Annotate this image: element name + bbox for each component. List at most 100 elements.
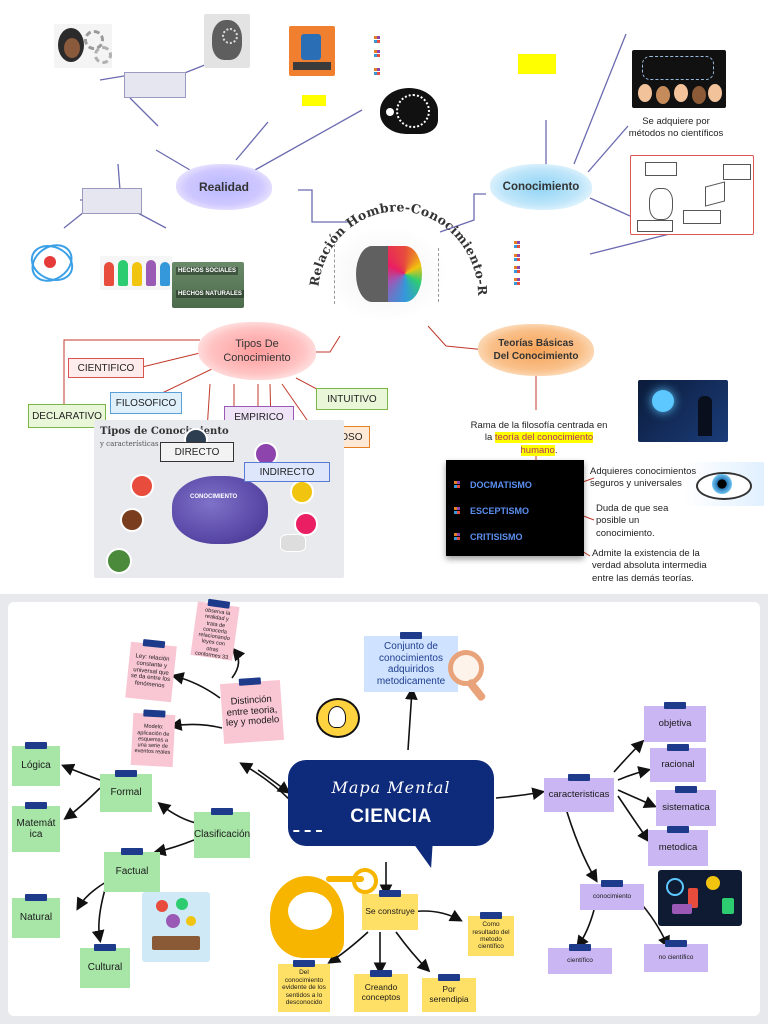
- resultado-note: Como resultado del metodo científico: [468, 912, 514, 956]
- bullet-icon: [514, 254, 520, 261]
- teorias-description: Rama de la filosofía centrada en la teor…: [470, 420, 608, 457]
- teorias-list-panel: DOCMATISMO ESCEPTISMO CRITISISMO: [446, 460, 584, 556]
- creando-note: Creando conceptos: [354, 970, 408, 1012]
- tape-icon: [25, 894, 47, 901]
- tipo-declarativo[interactable]: DECLARATIVO: [28, 404, 106, 428]
- tape-icon: [601, 880, 623, 887]
- tape-icon: [211, 808, 233, 815]
- center-title-bubble[interactable]: Mapa Mental CIENCIA: [282, 760, 494, 868]
- tipos-conocimiento-cloud[interactable]: Tipos De Conocimiento: [198, 322, 316, 380]
- header-dash-decoration: [282, 830, 322, 832]
- ley-note: Ley: relación constante y universal que …: [125, 639, 177, 703]
- bullet-icon: [374, 68, 380, 75]
- cientifico-note: científico: [548, 944, 612, 974]
- hechos-sociales-label: HECHOS SOCIALES: [176, 267, 239, 275]
- realidad-label: Realidad: [198, 180, 249, 194]
- esceptismo-label: ESCEPTISMO: [470, 506, 530, 516]
- teoria-item-docmatismo[interactable]: DOCMATISMO: [454, 480, 532, 490]
- metodica-note: metodica: [648, 826, 708, 866]
- tape-icon: [121, 848, 143, 855]
- panel-node-icon: [106, 548, 132, 574]
- panel-node-icon: [130, 474, 154, 498]
- teorias-cloud[interactable]: Teorías Básicas Del Conocimiento: [478, 324, 594, 376]
- bullet-icon: [374, 50, 380, 57]
- teoria-text: Teoría: observa la realidad y trata de c…: [194, 602, 231, 662]
- tipo-indirecto[interactable]: INDIRECTO: [244, 462, 330, 482]
- center-title: Relación Hombre-Conocimiento-Realidad: [0, 0, 490, 297]
- logica-note: Lógica: [12, 742, 60, 786]
- bullet-icon: [454, 533, 460, 540]
- clasificacion-note: Clasificación: [194, 808, 250, 858]
- panel-node-icon: [120, 508, 144, 532]
- head-silhouette-icon: [366, 86, 448, 136]
- header-script: Mapa Mental: [331, 778, 451, 797]
- tape-icon: [94, 944, 116, 951]
- matematica-text: Matemát ica: [16, 817, 56, 841]
- conocimiento-label: Conocimiento: [502, 181, 580, 193]
- bullet-icon: [514, 241, 520, 248]
- del-conocimiento-text: Del conocimiento evidente de los sentido…: [282, 969, 326, 1007]
- tipo-directo[interactable]: DIRECTO: [160, 442, 234, 462]
- sistematica-text: sistematica: [662, 801, 710, 813]
- se-construye-note: Se construye: [362, 890, 418, 930]
- no-cientifico-text: no científico: [658, 954, 694, 962]
- tape-icon: [569, 944, 591, 951]
- natural-text: Natural: [19, 912, 53, 924]
- tape-icon: [675, 786, 697, 793]
- tape-icon: [238, 677, 262, 686]
- panel-brain-label: CONOCIMIENTO: [190, 494, 238, 500]
- tape-icon: [400, 632, 422, 639]
- panel-title: Tipos de Conocimiento: [100, 426, 229, 437]
- tape-icon: [25, 742, 47, 749]
- tipo-filosofico[interactable]: FILOSOFICO: [110, 392, 182, 414]
- factual-text: Factual: [115, 866, 149, 878]
- panel-node-icon: [294, 512, 318, 536]
- realidad-branch-box: [82, 188, 142, 214]
- yellow-highlight: [302, 95, 326, 106]
- bullet-icon: [514, 278, 520, 285]
- formal-text: Formal: [110, 787, 142, 799]
- teoria-item-esceptismo[interactable]: ESCEPTISMO: [454, 506, 530, 516]
- center-brain-illustration: [326, 228, 446, 320]
- hechos-sociales-thumbnail: [100, 256, 172, 290]
- conocimiento-cloud[interactable]: Conocimiento: [490, 164, 592, 210]
- top-left-branch-box: [124, 72, 186, 98]
- serendipia-text: Por serendipia: [429, 984, 469, 1004]
- cultural-note: Cultural: [80, 944, 130, 988]
- conocimiento-text-bottom: conocimiento: [592, 893, 632, 901]
- resultado-text: Como resultado del metodo científico: [472, 921, 510, 951]
- del-conocimiento-note: Del conocimiento evidente de los sentido…: [278, 960, 330, 1012]
- realidad-cloud[interactable]: Realidad: [176, 164, 272, 210]
- metodica-text: metodica: [658, 841, 698, 853]
- tape-icon: [143, 709, 166, 718]
- tape-icon: [115, 770, 137, 777]
- tipo-intuitivo[interactable]: INTUITIVO: [316, 388, 388, 410]
- panel-node-icon: [290, 480, 314, 504]
- matematica-note: Matemát ica: [12, 802, 60, 852]
- tipo-cientifico[interactable]: CIENTIFICO: [68, 358, 144, 378]
- distincion-note: Distinción entre teoria, ley y modelo: [219, 677, 285, 745]
- bullet-icon: [454, 481, 460, 488]
- esceptismo-note: Duda de que sea posible un conocimiento.: [596, 503, 669, 539]
- cientifico-text: científico: [567, 957, 593, 965]
- logica-text: Lógica: [21, 760, 51, 772]
- teorias-label: Teorías Básicas Del Conocimiento: [493, 338, 579, 362]
- modelo-note: Modelo: aplicación de esquemas a una ser…: [130, 709, 176, 768]
- bullet-icon: [374, 36, 380, 43]
- factual-note: Factual: [104, 848, 160, 892]
- natural-note: Natural: [12, 894, 60, 938]
- tape-icon: [370, 970, 392, 977]
- definition-text: Conjunto de conocimientos adquiridos met…: [376, 641, 446, 687]
- bottom-mind-map: Mapa Mental CIENCIA Conjunto de conocimi…: [8, 598, 760, 1016]
- tape-icon: [379, 890, 401, 897]
- teoria-item-critisismo[interactable]: CRITISISMO: [454, 532, 523, 542]
- magnifier-icon: [444, 648, 490, 704]
- racional-note: racional: [650, 744, 706, 782]
- hechos-naturales-label: HECHOS NATURALES: [176, 290, 244, 298]
- objetiva-note: objetiva: [644, 702, 706, 742]
- formal-note: Formal: [100, 770, 152, 812]
- tape-icon: [667, 826, 689, 833]
- tape-icon: [664, 702, 686, 709]
- people-ideas-thumbnail: [632, 50, 726, 108]
- conocimiento-diagram-thumbnail: [630, 155, 754, 235]
